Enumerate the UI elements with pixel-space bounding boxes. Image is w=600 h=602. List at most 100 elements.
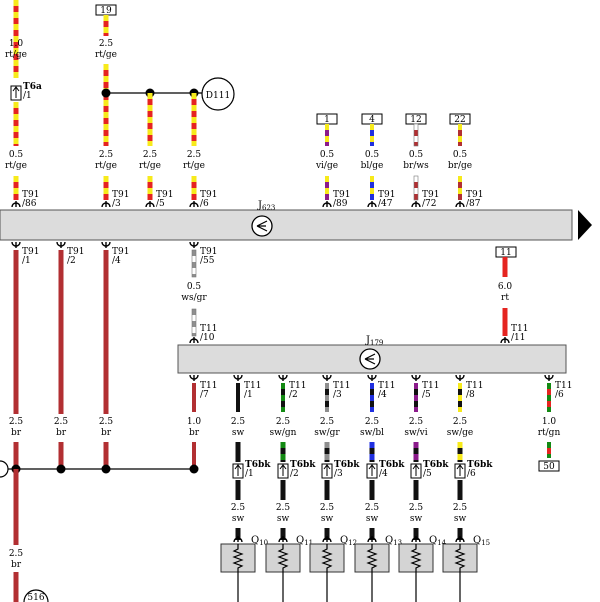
ground-point-bottom <box>23 589 49 602</box>
plug-k4-conn: T6bk <box>379 460 405 470</box>
wire-l10-color: sw/bl <box>360 428 384 438</box>
wire-l1-size: 2.5 <box>9 417 24 427</box>
wire-u10-size: 0.5 <box>453 150 468 160</box>
wire-u9-color: br/ws <box>403 161 429 171</box>
wire-l3-size: 2.5 <box>99 417 114 427</box>
conn-l10-pin-label: /4 <box>378 390 387 400</box>
wire-l6-size: 1.0 <box>187 417 202 427</box>
plug-k2-arrow-head <box>279 464 287 470</box>
wire-l12-size: 2.5 <box>453 417 468 427</box>
conn-l8-conn: T11 <box>289 381 306 391</box>
wire-u3-color: rt/ge <box>5 161 27 171</box>
plug-k4-pin: /4 <box>379 469 388 479</box>
conn-l2-pin-label: /2 <box>67 256 76 266</box>
wire-l5-color: rt <box>501 293 509 303</box>
conn-l1-conn: T91 <box>22 247 39 257</box>
wire-u6-color: rt/ge <box>183 161 205 171</box>
wire-u2-color: rt/ge <box>95 50 117 60</box>
wire-u4-color: rt/ge <box>95 161 117 171</box>
module-j179-label: J179 <box>365 335 383 347</box>
conn-l13-pin-label: /6 <box>555 390 564 400</box>
conn-u5-conn: T91 <box>156 190 173 200</box>
conn-u8-conn: T91 <box>378 190 395 200</box>
wire-u7-color: vi/ge <box>315 161 338 171</box>
conn-u3-pin-label: /86 <box>22 199 37 209</box>
wire-q5-size: 2.5 <box>409 503 424 513</box>
plug-k3-conn: T6bk <box>334 460 360 470</box>
wire-l1-color: br <box>11 428 22 438</box>
conn-l7-conn: T11 <box>244 381 261 391</box>
glow-plug-Q14-resistor <box>410 544 422 572</box>
module-j623-symbol-arrow <box>256 220 268 232</box>
conn-l8-pin-label: /2 <box>289 390 298 400</box>
glow-plug-Q12-label: Q12 <box>340 535 357 547</box>
glow-plug-Q15-label: Q15 <box>473 535 490 547</box>
conn-l4-pin-label: /55 <box>200 256 215 266</box>
wire-q3-size: 2.5 <box>320 503 335 513</box>
plug-k1-conn: T6bk <box>245 460 271 470</box>
splice-dot-1 <box>101 88 111 98</box>
wire-l4-color: ws/gr <box>181 293 207 303</box>
wire-u3-size: 0.5 <box>9 150 24 160</box>
wire-l2-size: 2.5 <box>54 417 69 427</box>
box-1-label: 1 <box>324 115 330 125</box>
glow-plug-Q12-resistor <box>321 544 333 572</box>
glow-plug-Q14-label: Q14 <box>429 535 447 547</box>
conn-l11-conn: T11 <box>422 381 439 391</box>
conn-l5-pin-label: /11 <box>511 333 525 343</box>
conn-u9-pin-label: /72 <box>422 199 436 209</box>
wire-u7-size: 0.5 <box>320 150 335 160</box>
wire-u5-color: rt/ge <box>139 161 161 171</box>
module-j179-symbol-arrow <box>364 353 376 365</box>
conn-l10-conn: T11 <box>378 381 395 391</box>
ground-point-bottom-label: 516 <box>27 593 44 602</box>
wire-l5-size: 6.0 <box>498 282 513 292</box>
wire-u1-size: 1.0 <box>9 39 24 49</box>
wire-l4-size: 0.5 <box>187 282 202 292</box>
conn-u7-conn: T91 <box>333 190 350 200</box>
glow-plug-Q10-resistor <box>232 544 244 572</box>
wire-l7-color: sw <box>232 428 245 438</box>
plug-k5-pin: /5 <box>423 469 432 479</box>
glow-plug-Q13-label: Q13 <box>385 535 402 547</box>
wire-l11-color: sw/vi <box>404 428 427 438</box>
wire-l14-color: br <box>11 560 22 570</box>
wire-l8-color: sw/gn <box>270 428 297 438</box>
conn-l12-conn: T11 <box>466 381 483 391</box>
plug-k4-arrow-head <box>368 464 376 470</box>
plug-t6a-pin: /1 <box>23 91 32 101</box>
plug-t6a-conn: T6a <box>23 82 42 92</box>
ground-dot-2 <box>56 464 66 474</box>
plug-k2-pin: /2 <box>290 469 299 479</box>
wire-l13-size: 1.0 <box>542 417 557 427</box>
glow-plug-Q13-resistor <box>366 544 378 572</box>
box-12-label: 12 <box>410 115 421 125</box>
module-j623-bar <box>0 209 573 241</box>
conn-u10-pin-label: /87 <box>466 199 481 209</box>
plug-t6a-arrow-head <box>12 86 20 92</box>
wire-q2-color: sw <box>277 514 290 524</box>
glow-plug-Q11-resistor <box>277 544 289 572</box>
plug-k2-conn: T6bk <box>290 460 316 470</box>
conn-u9-conn: T91 <box>422 190 439 200</box>
wire-u8-size: 0.5 <box>365 150 380 160</box>
ground-point-left <box>0 460 9 478</box>
wire-q6-size: 2.5 <box>453 503 468 513</box>
box-11-label: 11 <box>500 248 511 258</box>
plug-k3-arrow-head <box>323 464 331 470</box>
wire-l10-size: 2.5 <box>365 417 380 427</box>
relay-d111 <box>201 77 235 111</box>
wire-u9-outline <box>413 175 419 201</box>
glow-plug-Q11-label: Q11 <box>296 535 313 547</box>
wire-l13-color: rt/gn <box>538 428 561 438</box>
conn-u4-pin-label: /3 <box>112 199 121 209</box>
wire-l4-top-outline <box>191 249 197 278</box>
plug-k6-conn: T6bk <box>467 460 493 470</box>
conn-l6-conn: T11 <box>200 381 217 391</box>
wire-u2-size: 2.5 <box>99 39 114 49</box>
wire-u9-size: 0.5 <box>409 150 424 160</box>
plug-k5-arrow-head <box>412 464 420 470</box>
box-50-label: 50 <box>543 462 555 472</box>
wire-u1-color: rt/ge <box>5 50 27 60</box>
